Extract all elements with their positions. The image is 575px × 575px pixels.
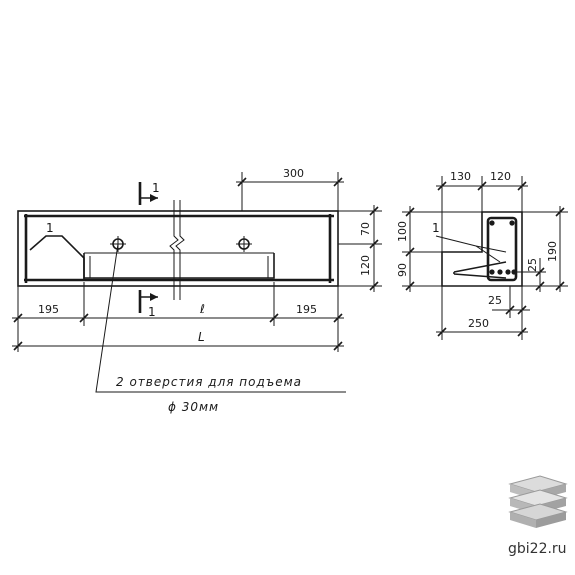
rebar-dot <box>505 269 511 275</box>
section-dim-top-left: 130 <box>450 170 471 183</box>
section-mark-bottom: 1 <box>148 305 156 319</box>
dim-right-text: 195 <box>296 303 317 316</box>
elevation-leader-label: 1 <box>46 221 54 235</box>
rebar-dot <box>509 220 515 226</box>
dim-span-text: ℓ <box>199 302 205 316</box>
section-mark-top: 1 <box>152 181 160 195</box>
section-dim-bottom-total: 250 <box>436 286 528 340</box>
bent-rebar <box>29 235 85 280</box>
rebar-dot <box>511 269 517 275</box>
section-dim-bottom-small: 25 <box>488 286 530 340</box>
rebar-dot <box>489 220 495 226</box>
dim-total-text: L <box>198 330 205 344</box>
dim-chain-bottom: 195 ℓ 195 <box>12 282 344 352</box>
section-dim-left: 100 90 <box>396 206 482 292</box>
note-line-2: ϕ 30мм <box>168 400 219 414</box>
section-dim-small-right-text: 25 <box>526 258 539 272</box>
section-dim-bottom-small-text: 25 <box>488 294 502 307</box>
section-dim-bottom-total-text: 250 <box>468 317 489 330</box>
section-dim-right-text: 190 <box>546 241 559 262</box>
section-leader-2 <box>475 245 501 263</box>
beam-elevation: 1 1 1 300 70 120 <box>12 167 382 414</box>
break-line <box>169 200 179 300</box>
dim-total: L <box>12 330 344 351</box>
dim-right-upper: 70 <box>359 222 372 236</box>
watermark-text: gbi22.ru <box>508 541 567 557</box>
dim-300: 300 <box>236 167 344 211</box>
section-leader <box>435 235 507 253</box>
note-leader <box>95 243 346 393</box>
section-dim-top-right: 120 <box>490 170 511 183</box>
section-dim-left-upper: 100 <box>396 221 409 242</box>
watermark: gbi22.ru <box>508 475 568 557</box>
rebar-dot <box>489 269 495 275</box>
dim-right-lower: 120 <box>359 255 372 276</box>
section-dim-right: 190 <box>522 206 568 292</box>
dim-left-text: 195 <box>38 303 59 316</box>
section-stirrup <box>486 216 518 282</box>
section-cut-bottom: 1 <box>138 290 158 319</box>
beam-cross-section: 1 130 120 100 90 <box>396 170 568 340</box>
section-dim-top: 130 120 <box>436 170 528 252</box>
section-leader-label: 1 <box>432 221 440 235</box>
stirrup-frame <box>83 253 275 279</box>
note-line-1: 2 отверстия для подъема <box>116 375 302 389</box>
ledge-rebar <box>453 261 507 279</box>
watermark-logo-icon <box>508 475 568 528</box>
beam-outline <box>17 210 339 287</box>
rebar-dot <box>497 269 503 275</box>
dim-right-vertical: 70 120 <box>338 205 382 292</box>
dim-top-text: 300 <box>283 167 304 180</box>
section-dim-left-lower: 90 <box>396 263 409 277</box>
section-dim-small-right: 25 <box>516 258 546 292</box>
break-line-2 <box>175 200 185 300</box>
section-cut-top: 1 <box>138 181 160 205</box>
